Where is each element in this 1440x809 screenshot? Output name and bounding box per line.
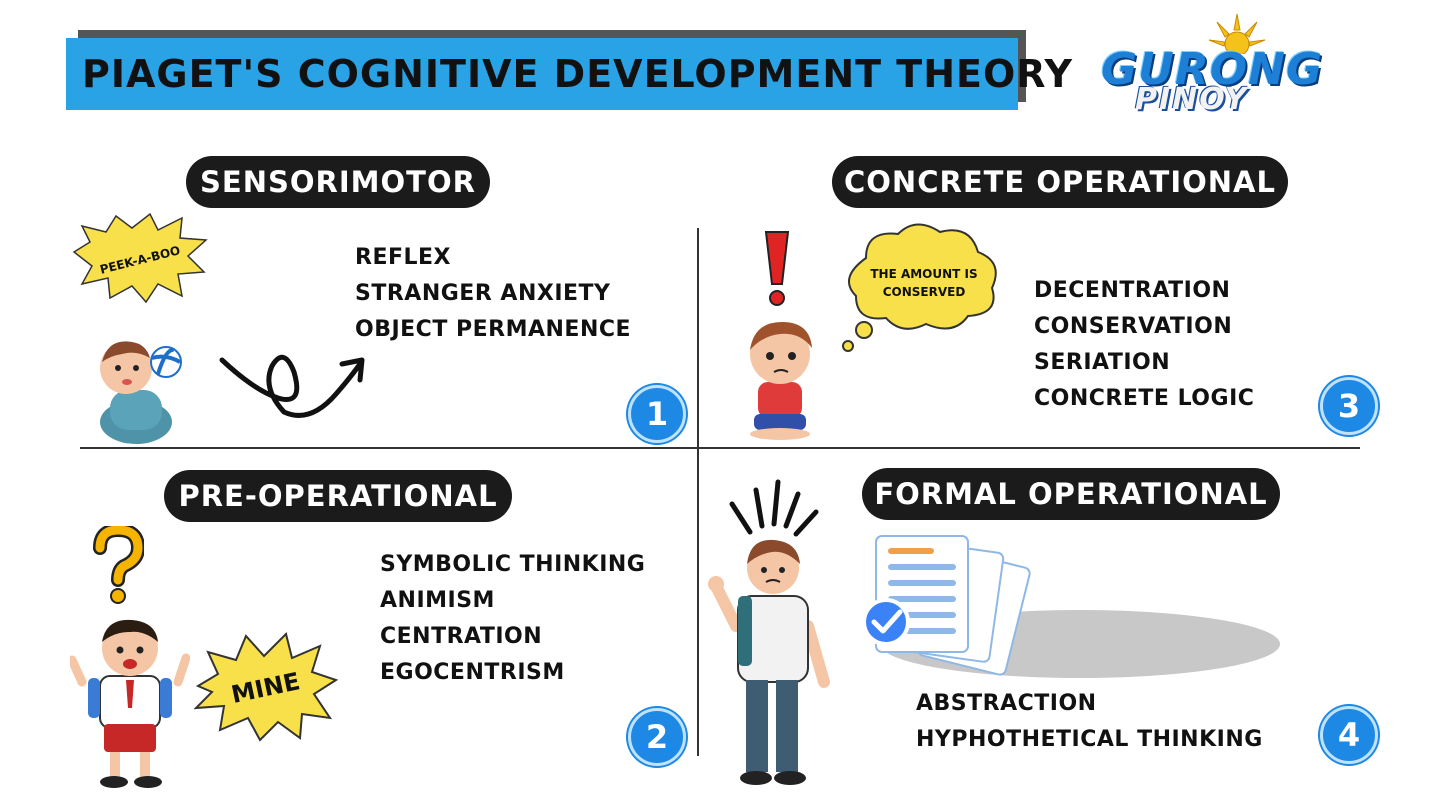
concept-item: CONCRETE LOGIC — [1034, 386, 1255, 411]
stage-1-title: SENSORIMOTOR — [186, 156, 490, 208]
thinking-boy-icon — [750, 322, 812, 440]
stage-1-number-badge: 1 — [628, 385, 686, 443]
concept-item: DECENTRATION — [1034, 278, 1231, 303]
concept-item: HYPHOTHETICAL THINKING — [916, 727, 1263, 752]
stage-2-concepts: SYMBOLIC THINKING ANIMISM CENTRATION EGO… — [380, 547, 645, 691]
concept-item: STRANGER ANXIETY — [355, 281, 611, 306]
bubble-line-2: CONSERVED — [883, 285, 966, 299]
logo-line-2: PINOY — [1135, 82, 1249, 117]
concept-item: ABSTRACTION — [916, 691, 1097, 716]
stage-4-concepts: ABSTRACTION HYPHOTHETICAL THINKING — [916, 686, 1263, 758]
vertical-divider — [697, 228, 699, 756]
exclamation-icon — [764, 231, 790, 306]
concept-item: ANIMISM — [380, 588, 495, 613]
stage-3-concepts: DECENTRATION CONSERVATION SERIATION CONC… — [1034, 273, 1254, 417]
title-banner: PIAGET'S COGNITIVE DEVELOPMENT THEORY — [66, 38, 1072, 110]
question-mark-icon — [93, 526, 144, 604]
concept-item: REFLEX — [355, 245, 452, 270]
loop-arrow-icon — [219, 354, 365, 418]
stage-3-number-badge: 3 — [1320, 377, 1378, 435]
logo: GURONG PINOY — [1095, 14, 1350, 117]
logo-line-1: GURONG — [1101, 44, 1324, 95]
stage-2-title: PRE-OPERATIONAL — [164, 470, 512, 522]
concept-item: CENTRATION — [380, 624, 543, 649]
documents-check-icon — [862, 535, 1280, 678]
student-thumbs-up-icon — [708, 479, 830, 785]
stage-4-number-badge: 4 — [1320, 706, 1378, 764]
sun-icon — [1208, 14, 1266, 54]
stage-3-title: CONCRETE OPERATIONAL — [832, 156, 1288, 208]
baby-with-ball-icon — [100, 341, 182, 444]
concept-item: EGOCENTRISM — [380, 660, 565, 685]
stage-1-concepts: REFLEX STRANGER ANXIETY OBJECT PERMANENC… — [355, 240, 631, 348]
stage-4-title: FORMAL OPERATIONAL — [862, 468, 1280, 520]
stage-2-number-badge: 2 — [628, 708, 686, 766]
bubble-line-1: THE AMOUNT IS — [870, 267, 977, 281]
thought-bubble-icon: THE AMOUNT IS CONSERVED — [842, 223, 997, 352]
peek-a-boo-burst: PEEK-A-BOO — [72, 212, 208, 304]
concept-item: SYMBOLIC THINKING — [380, 552, 646, 577]
mine-burst: MINE — [193, 632, 339, 742]
concept-item: OBJECT PERMANENCE — [355, 317, 632, 342]
concept-item: CONSERVATION — [1034, 314, 1233, 339]
schoolboy-icon — [70, 619, 190, 788]
page-title: PIAGET'S COGNITIVE DEVELOPMENT THEORY — [82, 52, 1073, 96]
horizontal-divider — [80, 447, 1360, 449]
concept-item: SERIATION — [1034, 350, 1171, 375]
